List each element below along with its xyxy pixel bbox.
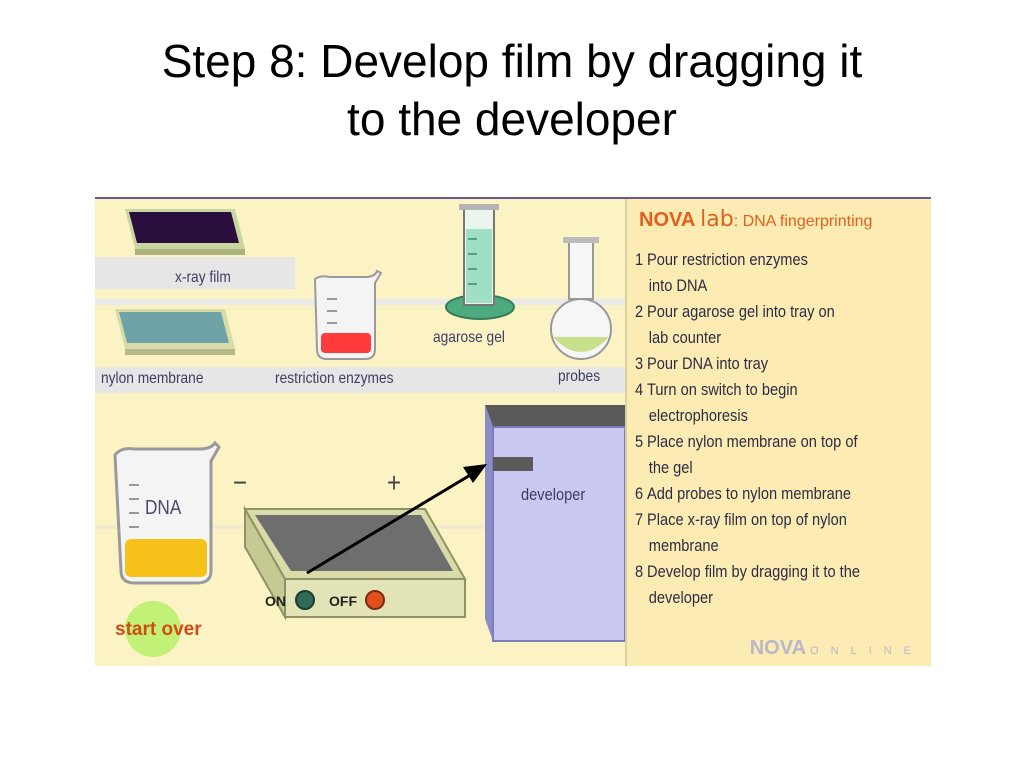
panel-subtitle: : DNA fingerprinting [733,213,873,230]
slide-title-line-1: Step 8: Develop film by dragging it [161,35,863,87]
step-number: 1 [635,250,644,269]
lab-scene [95,204,625,657]
slide-title-line-2: to the developer [347,93,677,145]
shelf-top [95,257,295,289]
agarose-gel-cylinder-icon[interactable] [445,204,515,320]
probes-label: probes [558,368,601,385]
on-button-icon[interactable] [295,590,315,610]
step-text-continued: developer [648,588,713,607]
start-over-glow [125,601,181,657]
xray-film-label: x-ray film [175,269,231,286]
start-over-button[interactable]: start over [115,619,202,640]
step-text-continued: membrane [648,536,719,555]
step-text: Pour DNA into tray [647,354,769,373]
step-text-continued: lab counter [648,328,722,347]
off-label: OFF [329,593,357,609]
plus-terminal: + [387,467,402,498]
shelf-bottom [95,367,625,393]
step-number: 5 [635,432,644,451]
step-number: 8 [635,562,644,581]
slide-title: Step 8: Develop film by dragging it to t… [40,32,984,148]
developer-box-icon[interactable] [485,405,625,642]
step-text: Turn on switch to begin [647,380,798,399]
dna-label: DNA [145,497,182,519]
step-text-continued: the gel [648,458,693,477]
step-number: 4 [635,380,644,399]
nova-brand: NOVA [639,209,695,231]
minus-terminal: − [233,467,248,498]
step-text: Pour agarose gel into tray on [647,302,835,321]
nylon-membrane-label: nylon membrane [101,370,204,387]
off-button-icon[interactable] [365,590,385,610]
step-text: Place x-ray film on top of nylon [647,510,847,529]
dna-beaker-icon[interactable] [113,440,221,585]
step-number: 6 [635,484,644,503]
step-text: Pour restriction enzymes [647,250,808,269]
agarose-gel-label: agarose gel [433,329,505,346]
panel-title: NOVA lab: DNA fingerprinting [639,207,872,232]
step-text: Develop film by dragging it to the [647,562,860,581]
step-text-continued: electrophoresis [648,406,748,425]
nova-lab-screenshot: x-ray film nylon membrane restriction en… [95,197,931,666]
step-number: 3 [635,354,644,373]
on-label: ON [265,593,286,609]
footer-online: ONLINE [810,645,923,657]
step-text: Add probes to nylon membrane [647,484,852,503]
probes-flask-icon[interactable] [550,237,612,360]
nylon-membrane-icon[interactable] [115,309,235,355]
step-number: 7 [635,510,644,529]
footer-brand: NOVA [749,637,807,659]
step-text: Place nylon membrane on top of [647,432,858,451]
lab-word: lab [700,207,734,232]
step-text-continued: into DNA [648,276,708,295]
restriction-enzymes-label: restriction enzymes [275,370,394,387]
restriction-enzymes-beaker-icon[interactable] [313,269,383,360]
developer-label: developer [521,485,586,504]
xray-film-icon[interactable] [125,209,245,255]
drag-arrow [306,464,487,575]
step-number: 2 [635,302,644,321]
